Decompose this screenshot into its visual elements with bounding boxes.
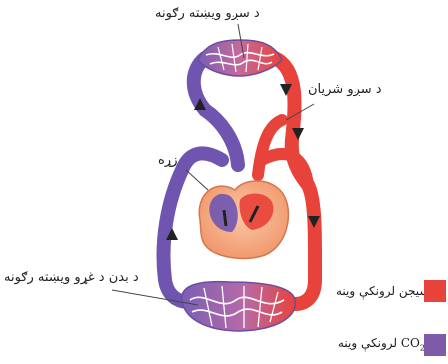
lung-capillary-bed (198, 40, 282, 76)
label-lung-capillaries: د سږو ویښته رګونه (155, 6, 260, 21)
label-heart: زړه (158, 153, 178, 168)
legend-deoxygenated-swatch (424, 334, 446, 356)
heart (199, 181, 288, 258)
legend-oxygenated-swatch (424, 280, 446, 302)
legend-co2-text: لرونکې وینه (338, 336, 397, 350)
body-capillary-bed (182, 282, 295, 331)
legend-co2-label: CO2 لرونکې وینه (338, 336, 425, 352)
aorta-arch (258, 120, 282, 175)
label-body-capillaries: د بدن د غړو ویښته رګونه (4, 270, 139, 285)
label-pulmonary-artery: د سږو شریان (308, 82, 382, 97)
leader-heart (186, 170, 208, 190)
legend-co2-formula: CO2 (401, 336, 425, 350)
